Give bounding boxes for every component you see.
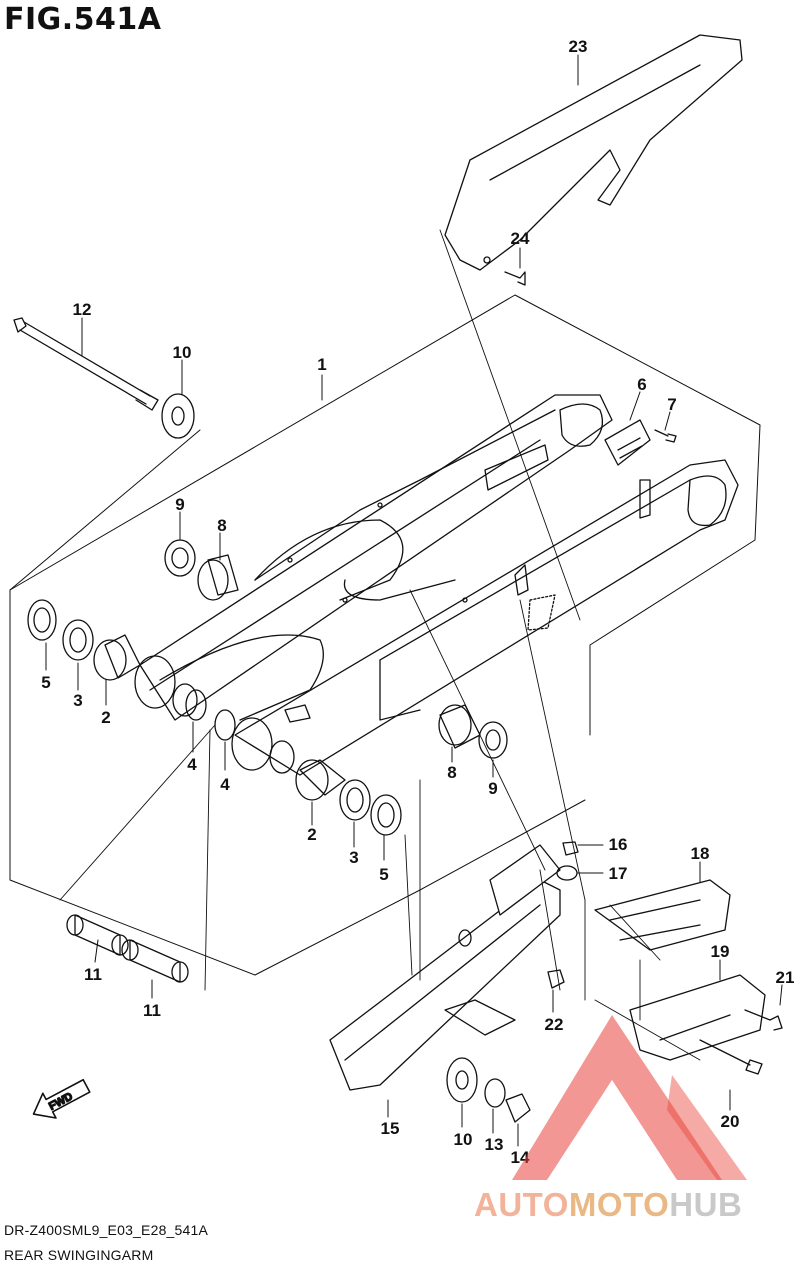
seal-part (62, 619, 94, 661)
callout-3a: 3 (73, 691, 82, 710)
callout-24: 24 (511, 229, 530, 248)
needle-bearing-part (207, 554, 239, 596)
callout-23: 23 (569, 37, 588, 56)
callout-11b: 11 (143, 1001, 161, 1020)
figure-title: FIG.541A (4, 2, 162, 37)
callout-1: 1 (317, 355, 326, 374)
bolt-part (744, 1009, 783, 1031)
seal-part (478, 721, 508, 759)
screw-part (562, 841, 579, 856)
callout-20: 20 (721, 1112, 740, 1131)
chain-guide-part (594, 879, 731, 951)
callout-2b: 2 (307, 825, 316, 844)
washer-part (556, 865, 578, 881)
collar-part (185, 689, 207, 721)
callout-3b: 3 (349, 848, 358, 867)
assembly-outline-lower (9, 589, 586, 976)
nut-part (505, 1093, 531, 1123)
bearing-part (164, 539, 196, 577)
callout-6: 6 (637, 375, 646, 394)
watermark-text: AUTOMOTOHUB (474, 1186, 743, 1223)
callout-22: 22 (545, 1015, 564, 1034)
callout-10b: 10 (454, 1130, 473, 1149)
callout-13: 13 (485, 1135, 504, 1154)
needle-bearing-part (299, 759, 346, 796)
callout-9a: 9 (175, 495, 184, 514)
bolt-part (699, 1039, 751, 1066)
callout-8b: 8 (447, 763, 456, 782)
plate-part (604, 419, 651, 466)
callout-4b: 4 (220, 775, 230, 794)
pivot-bolt-part (13, 317, 159, 411)
washer-part (446, 1057, 478, 1103)
swingarm-part (134, 394, 739, 776)
fwd-label: FWD (47, 1091, 75, 1113)
callout-15: 15 (381, 1119, 400, 1138)
collar-part (214, 709, 236, 741)
callout-10a: 10 (173, 343, 192, 362)
callout-9b: 9 (488, 779, 497, 798)
washer-part (161, 393, 195, 439)
callout-5b: 5 (379, 865, 388, 884)
callout-7: 7 (667, 395, 676, 414)
seal-part (370, 794, 402, 836)
callout-5a: 5 (41, 673, 50, 692)
screw-part (504, 271, 526, 286)
bearing-part (104, 634, 141, 679)
callout-21: 21 (776, 968, 795, 987)
callout-11a: 11 (84, 965, 102, 984)
chain-case-part (444, 34, 743, 271)
seal-part (339, 779, 371, 821)
assembly-outline (9, 294, 761, 736)
callout-19: 19 (711, 942, 730, 961)
callout-18: 18 (691, 844, 710, 863)
callout-17: 17 (609, 864, 628, 883)
screw-part (654, 429, 677, 443)
callout-16: 16 (609, 835, 628, 854)
figure-code: DR-Z400SML9_E03_E28_541A (4, 1222, 209, 1238)
fwd-arrow: FWD (32, 1078, 91, 1119)
callout-4a: 4 (187, 755, 197, 774)
figure-name: REAR SWINGINGARM (4, 1247, 154, 1263)
nut-part (547, 969, 565, 989)
callout-8a: 8 (217, 516, 226, 535)
callout-12: 12 (73, 300, 92, 319)
watermark-logo (512, 1015, 747, 1180)
callout-2a: 2 (101, 708, 110, 727)
washer-part (484, 1078, 506, 1108)
seal-part (27, 599, 57, 641)
